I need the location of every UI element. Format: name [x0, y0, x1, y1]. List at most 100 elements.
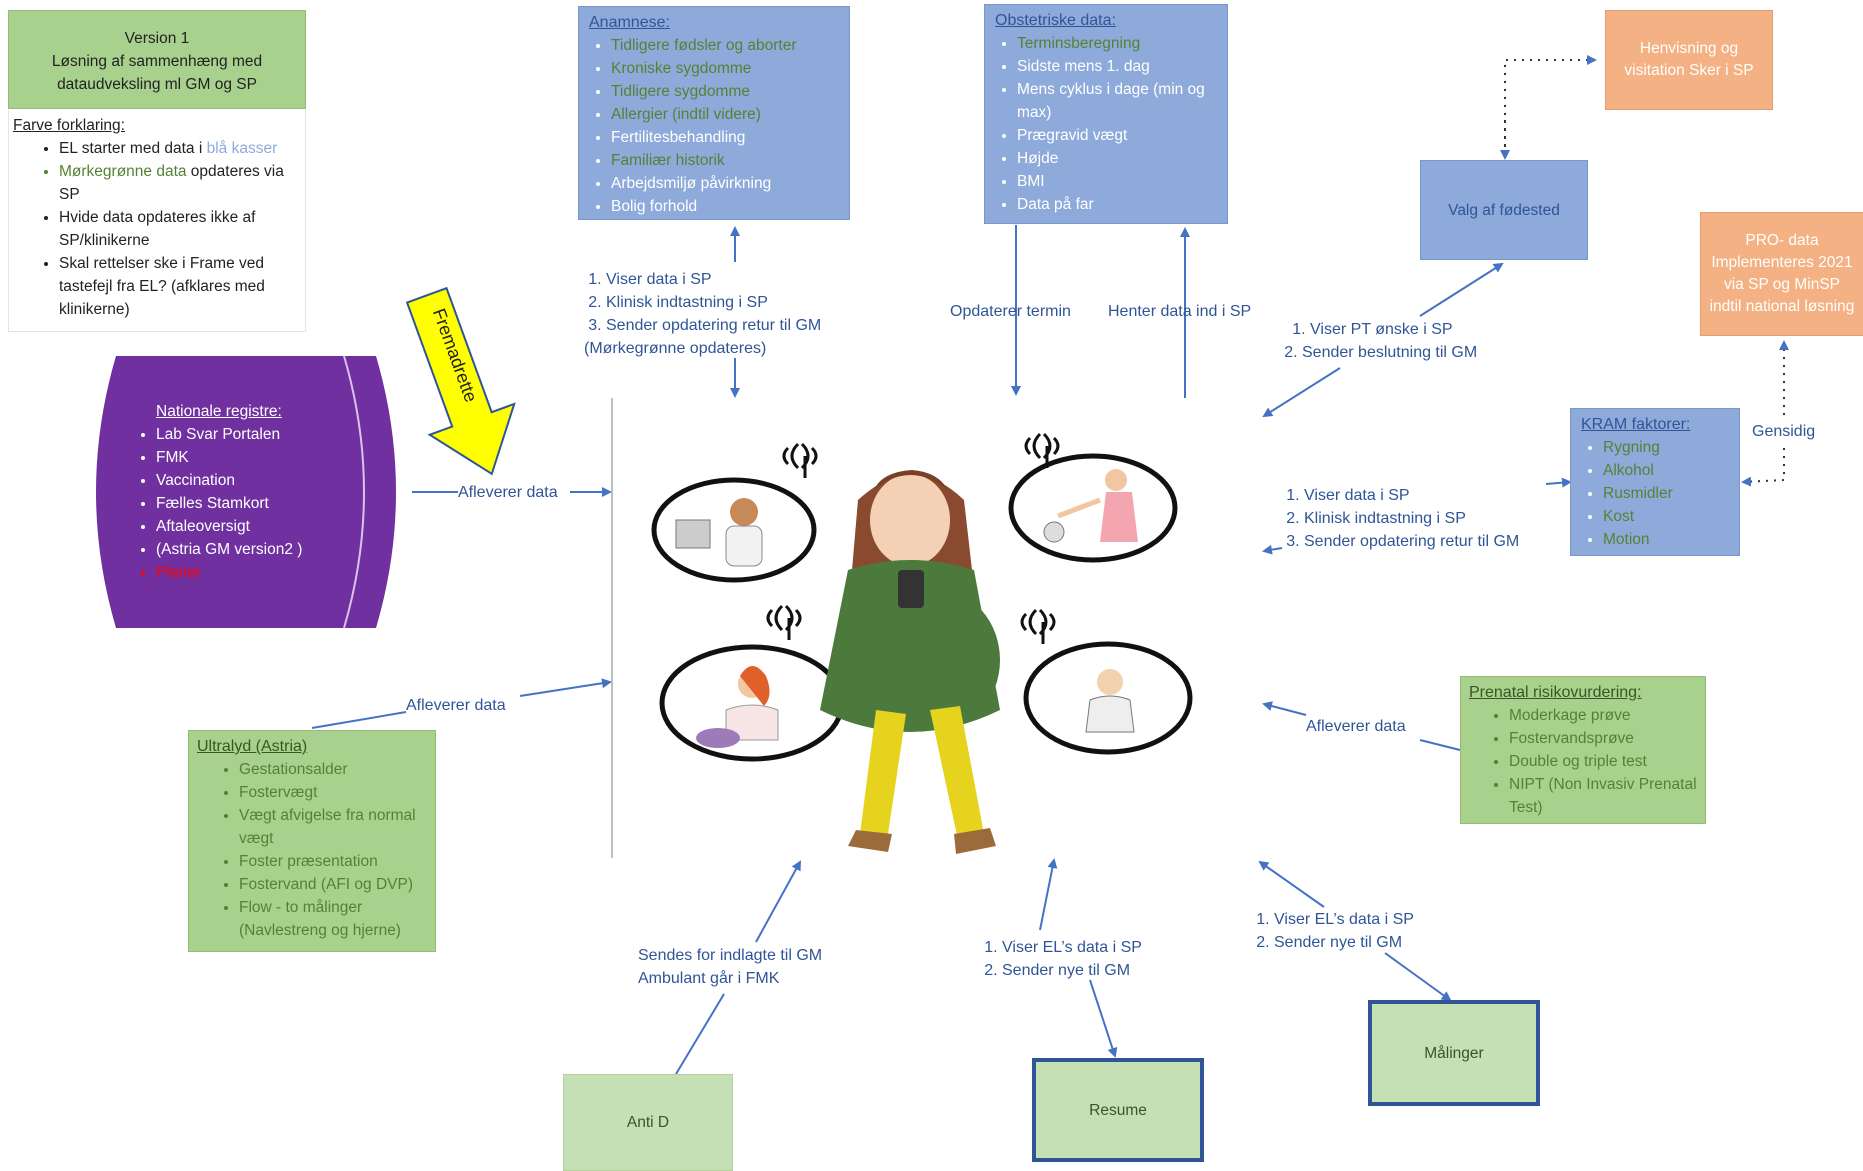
resume-step: Sender nye til GM	[1002, 959, 1142, 982]
prenatal-box: Prenatal risikovurdering: Moderkage prøv…	[1460, 676, 1706, 824]
malinger-box: Målinger	[1368, 1000, 1540, 1106]
anamnese-item: Fertilitesbehandling	[611, 126, 839, 149]
resume-box: Resume	[1032, 1058, 1204, 1162]
resume-text: Resume	[1089, 1101, 1147, 1119]
prenatal-item: Moderkage prøve	[1509, 704, 1697, 727]
anamnese-note: (Mørkegrønne opdateres)	[584, 340, 767, 357]
legend-item-white: Hvide data opdateres ikke af SP/kliniker…	[59, 206, 301, 252]
prenatal-item: Fostervandsprøve	[1509, 727, 1697, 750]
anamnese-steps-label: Viser data i SP Klinisk indtastning i SP…	[584, 268, 821, 360]
pregnant-woman-illustration	[651, 432, 1193, 854]
malinger-text: Målinger	[1424, 1044, 1484, 1062]
henter-data-label: Henter data ind i SP	[1108, 303, 1252, 320]
gensidig-label: Gensidig	[1752, 423, 1816, 440]
anamnese-item: Tidligere fødsler og aborter	[611, 34, 839, 57]
kram-step: Sender opdatering retur til GM	[1304, 530, 1519, 553]
pro-box: PRO- data Implementeres 2021 via SP og M…	[1700, 212, 1863, 336]
henvisning-text: Henvisning og visitation Sker i SP	[1624, 40, 1754, 79]
legend-item-frame: Skal rettelser ske i Frame ved tastefejl…	[59, 252, 301, 321]
antid-label-line: Ambulant går i FMK	[638, 970, 780, 987]
nationale-item-planer: Planer	[156, 561, 342, 584]
kram-heading: KRAM faktorer:	[1581, 416, 1691, 433]
arrow-to-kram	[1545, 477, 1572, 488]
antid-box: Anti D	[563, 1074, 733, 1171]
anamnese-item: Kroniske sygdomme	[611, 57, 839, 80]
nurse-bubble	[659, 644, 845, 762]
valg-steps-label: Viser PT ønske i SP Sender beslutning ti…	[1280, 318, 1477, 364]
obstetriske-item: Sidste mens 1. dag	[1017, 55, 1217, 78]
nationale-item: Vaccination	[156, 469, 342, 492]
ultralyd-item: Flow - to målinger (Navlestreng og hjern…	[239, 896, 427, 942]
malinger-steps-label: Viser EL’s data i SP Sender nye til GM	[1252, 908, 1414, 954]
nationale-item: Fælles Stamkort	[156, 492, 342, 515]
anamnese-step: Klinisk indtastning i SP	[606, 291, 821, 314]
version-title: Version 1	[124, 30, 190, 47]
malinger-step: Viser EL’s data i SP	[1274, 908, 1414, 931]
nationale-item: FMK	[156, 446, 342, 469]
midwife-bubble	[1008, 453, 1178, 563]
arrow-ultralyd-b	[519, 678, 612, 697]
legend-item-blue: EL starter med data i blå kasser	[59, 137, 301, 160]
ultralyd-heading: Ultralyd (Astria)	[197, 738, 308, 755]
arrow-resume-down	[1089, 979, 1118, 1058]
dotted-pro	[1741, 448, 1785, 487]
obstetriske-item: Mens cyklus i dage (min og max)	[1017, 78, 1217, 124]
obstetriske-item: Prægravid vægt	[1017, 124, 1217, 147]
anamnese-step: Sender opdatering retur til GM	[606, 314, 821, 337]
arrow-prenatal-a	[1419, 739, 1461, 751]
obstetriske-box: Obstetriske data: Terminsberegning Sidst…	[984, 4, 1228, 224]
prenatal-item: NIPT (Non Invasiv Prenatal Test)	[1509, 773, 1697, 819]
opdaterer-termin-label: Opdaterer termin	[950, 303, 1071, 320]
arrow-prenatal-b	[1262, 701, 1307, 716]
anamnese-heading: Anamnese:	[589, 14, 670, 31]
legend-item-green: Mørkegrønne data opdateres via SP	[59, 160, 301, 206]
valg-step: Sender beslutning til GM	[1302, 341, 1477, 364]
valg-step: Viser PT ønske i SP	[1310, 318, 1477, 341]
obstetriske-item: Højde	[1017, 147, 1217, 170]
arrow-malinger-up	[1258, 860, 1325, 908]
dotted-henvisning	[1504, 55, 1597, 155]
henvisning-box: Henvisning og visitation Sker i SP	[1605, 10, 1773, 110]
kram-item: Alkohol	[1603, 459, 1729, 482]
antid-label: Sendes for indlagte til GM Ambulant går …	[638, 944, 822, 990]
obstetriske-item: Terminsberegning	[1017, 32, 1217, 55]
anamnese-item: Bolig forhold	[611, 195, 839, 218]
nationale-registre: Nationale registre: Lab Svar Portalen FM…	[112, 400, 342, 584]
resume-steps-label: Viser EL’s data i SP Sender nye til GM	[980, 936, 1142, 982]
kram-item: Kost	[1603, 505, 1729, 528]
anamnese-box: Anamnese: Tidligere fødsler og aborter K…	[578, 6, 850, 220]
ultralyd-box: Ultralyd (Astria) Gestationsalder Foster…	[188, 730, 436, 952]
obstetriske-heading: Obstetriske data:	[995, 12, 1116, 29]
antid-text: Anti D	[626, 1114, 670, 1131]
ultralyd-item: Vægt afvigelse fra normal vægt	[239, 804, 427, 850]
obstetriske-item: Data på far	[1017, 193, 1217, 216]
afleverer-data-nationale: Afleverer data	[458, 484, 558, 501]
afleverer-data-ultralyd: Afleverer data	[406, 697, 506, 714]
nationale-heading: Nationale registre:	[156, 403, 282, 420]
version-box: Version 1 Løsning af sammenhæng med data…	[8, 10, 306, 109]
nationale-item: Lab Svar Portalen	[156, 423, 342, 446]
arrow-antid-a	[675, 993, 725, 1075]
anamnese-item: Tidligere sygdomme	[611, 80, 839, 103]
legend-heading: Farve forklaring:	[13, 117, 125, 134]
obstetriske-item: BMI	[1017, 170, 1217, 193]
legend-box: Farve forklaring: EL starter med data i …	[8, 110, 306, 332]
anamnese-item: Familiær historik	[611, 149, 839, 172]
arrow-from-kram	[1262, 544, 1283, 555]
nationale-item: Aftaleoversigt	[156, 515, 342, 538]
kram-steps-label: Viser data i SP Klinisk indtastning i SP…	[1282, 484, 1519, 553]
prenatal-item: Double og triple test	[1509, 750, 1697, 773]
arrow-resume-up	[1039, 858, 1058, 931]
arrow-from-valg	[1262, 367, 1341, 418]
ultralyd-item: Gestationsalder	[239, 758, 427, 781]
nationale-cylinder-shape	[96, 356, 396, 628]
ultralyd-item: Fostervægt	[239, 781, 427, 804]
version-subtitle: Løsning af sammenhæng med dataudveksling…	[51, 53, 263, 93]
arrow-antid-b	[755, 860, 801, 943]
kram-item: Motion	[1603, 528, 1729, 551]
prenatal-heading: Prenatal risikovurdering:	[1469, 684, 1642, 701]
kram-item: Rusmidler	[1603, 482, 1729, 505]
pro-text: PRO- data Implementeres 2021 via SP og M…	[1709, 232, 1855, 315]
nationale-item: (Astria GM version2 )	[156, 538, 342, 561]
